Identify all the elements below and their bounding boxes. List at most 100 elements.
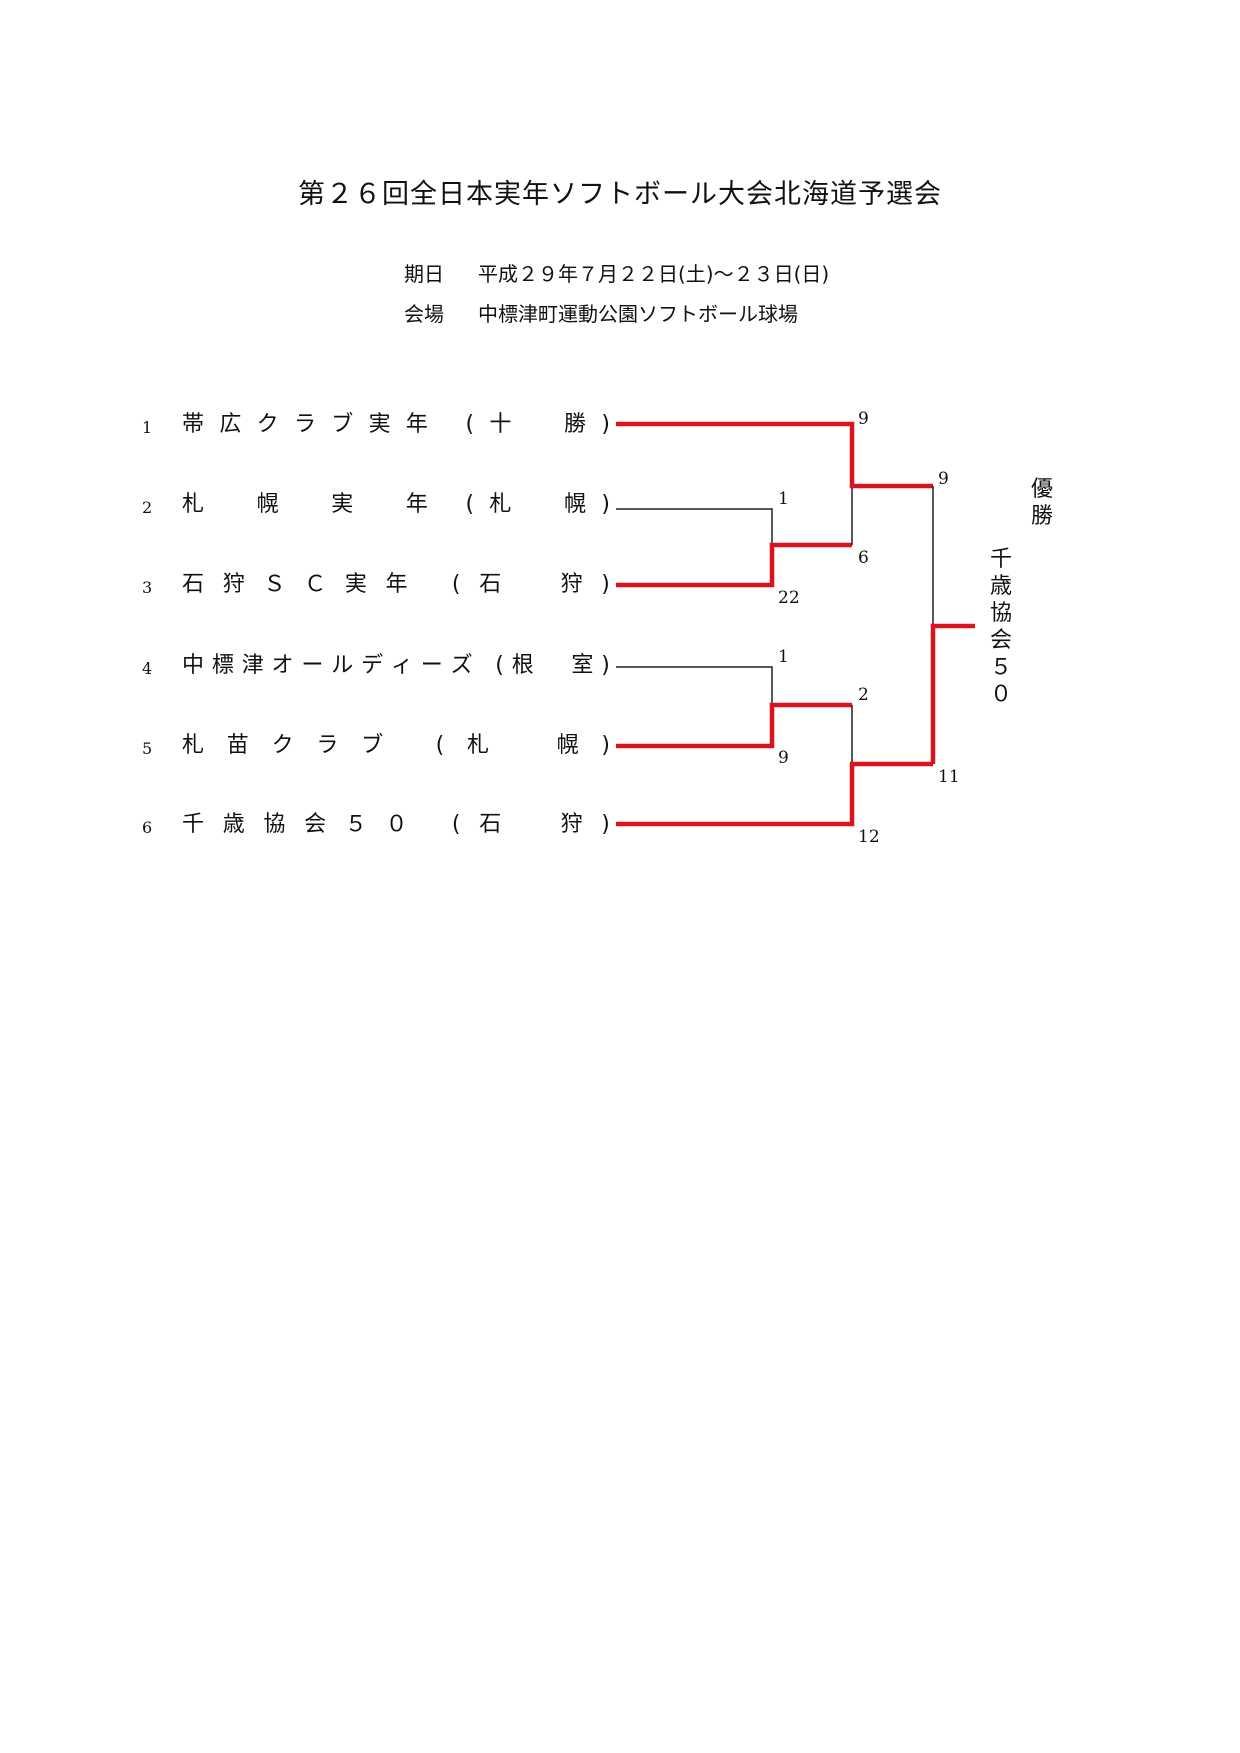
team-name-char: ) [601,412,610,437]
team-name-char: 会 [304,812,327,837]
team-name-char: デ [361,653,384,678]
team-name-char: ) [601,492,610,517]
score-sf1-top: 9 [858,409,869,429]
team-name-char: ズ [450,653,473,678]
bracket-line-team1-win [616,421,933,489]
bracket-line-team3-win [616,542,852,588]
team-name-char: 勝 [564,412,587,437]
team-name-char: 協 [263,812,286,837]
team-number: 6 [142,818,153,837]
team-name-char: ５ [344,812,367,837]
team-name-char: ク [271,733,294,758]
team-name-char: Ｓ [263,572,286,597]
team-name-char: ル [331,653,354,678]
team-name-char: 狩 [560,572,583,597]
bracket-line-team6-win [616,761,933,827]
team-number: 4 [142,659,153,678]
score-r1b-top: 1 [778,647,789,667]
team-number: 3 [142,578,153,597]
score-r1a-top: 1 [778,489,789,509]
team-name-char: 津 [241,653,264,678]
team-name-char: ) [601,653,610,678]
event-date: 期日 平成２９年７月２２日(土)～２３日(日) [404,258,829,287]
team-name-char: 狩 [560,812,583,837]
team-name-char: ラ [293,412,316,437]
team-name-char: 実 [368,412,391,437]
team-name-char: 札 [182,492,205,517]
champion-label: 優勝 [1030,477,1053,529]
team-name-char: 石 [479,812,502,837]
team-name-char: ０ [385,812,408,837]
bracket-line-team5-win [616,702,852,749]
event-venue: 会場中標津町運動公園ソフトボール球場 [404,298,798,327]
bracket-line-team2 [616,508,773,545]
date-label: 期日 [404,262,444,286]
team-name-char: 室 [571,653,594,678]
team-name: 中標津オールディーズ (根 室) [182,651,610,681]
team-name-char: ) [601,812,610,837]
team-name-char: 標 [211,653,234,678]
team-name-char: 狩 [222,572,245,597]
team-name: 帯広クラブ実年 (十 勝) [182,410,610,440]
team-name-char: 札 [182,733,205,758]
team-name-char: 千 [182,812,205,837]
team-name-char: ( [465,492,475,517]
document-title: 第２６回全日本実年ソフトボール大会北海道予選会 [298,179,942,210]
team-name-char: 歳 [222,812,245,837]
team-name-char: 実 [331,492,354,517]
champion-name: 千歳協会５０ [989,547,1012,707]
team-name-char: 幌 [256,492,279,517]
team-name-char: ) [601,572,610,597]
team-name-char: 年 [385,572,408,597]
team-name: 札 幌 実 年 ( 札 幌) [182,490,610,520]
score-final-bottom: 11 [938,767,960,787]
team-name-char: ー [420,653,443,678]
score-r1b-bottom: 9 [778,748,789,768]
score-sf1-bottom: 6 [858,548,869,568]
score-sf2-top: 2 [858,685,869,705]
team-name-char: 幌 [556,733,579,758]
team-name-char: 中 [182,653,205,678]
team-name-char: ラ [316,733,339,758]
team-name: 札苗クラブ (札 幌) [182,731,610,761]
team-name-char: ( [435,733,445,758]
team-name-char: ィ [390,653,413,678]
team-name-char: 石 [182,572,205,597]
team-name-char: 実 [344,572,367,597]
score-final-top: 9 [938,469,949,489]
team-name-char: ( [495,653,504,678]
team-name-char: Ｃ [304,572,327,597]
team-name-char: 年 [405,492,428,517]
venue-value: 中標津町運動公園ソフトボール球場 [478,302,798,326]
date-value: 平成２９年７月２２日(土)～２３日(日) [478,262,830,286]
team-name-char: ( [451,812,461,837]
team-row: 2 札 幌 実 年 ( 札 幌) [142,490,612,520]
team-name-char: 札 [489,492,512,517]
team-name-char: オ [271,653,294,678]
team-name-char: ブ [331,412,354,437]
team-name-char: ) [601,733,610,758]
team-name-char: 幌 [564,492,587,517]
team-name-char: ( [451,572,461,597]
team-name-char: 根 [511,653,534,678]
team-name-char: 札 [467,733,490,758]
bracket-line-team4 [616,666,773,705]
team-name-char: 苗 [226,733,249,758]
team-number: 1 [142,418,153,437]
score-r1a-bottom: 22 [778,588,800,608]
team-name-char: 年 [405,412,428,437]
team-number: 2 [142,498,153,517]
bracket-line-final-win [930,623,975,764]
team-name-char: ( [465,412,475,437]
team-name-char: 広 [219,412,242,437]
team-name-char: 十 [489,412,512,437]
team-name-char: ク [256,412,279,437]
score-sf2-bottom: 12 [858,827,880,847]
